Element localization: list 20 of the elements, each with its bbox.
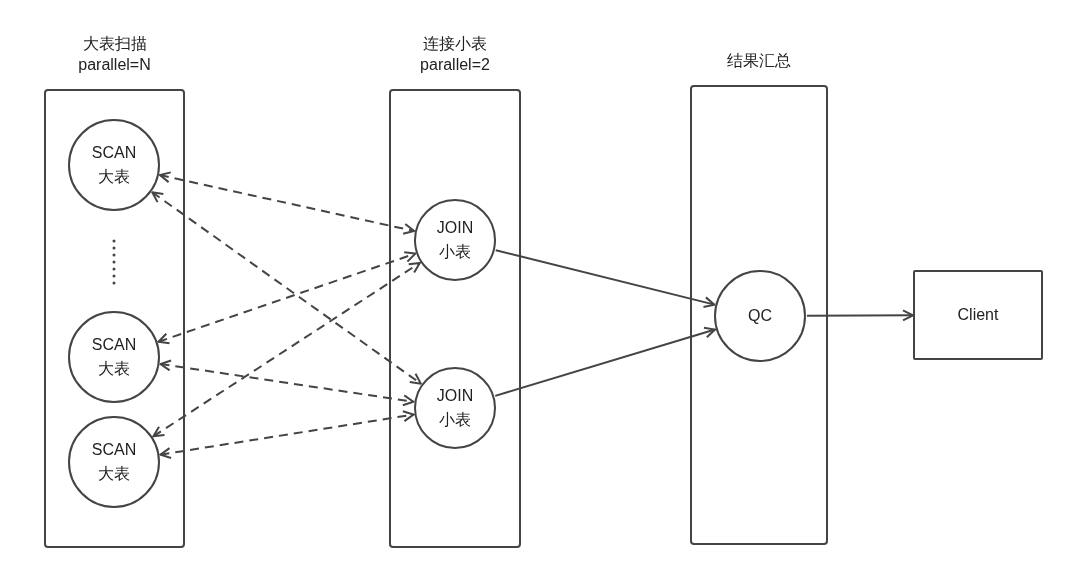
node-label: SCAN 大表 xyxy=(91,143,137,187)
column-heading: 大表扫描 parallel=N xyxy=(77,34,152,75)
arrow xyxy=(494,326,716,397)
process-box xyxy=(913,270,1043,360)
arrow xyxy=(151,191,422,385)
arrow xyxy=(806,309,914,322)
node-label: SCAN 大表 xyxy=(91,440,137,484)
column-heading: 连接小表 parallel=2 xyxy=(419,34,491,75)
node-label: SCAN 大表 xyxy=(91,335,137,379)
node-label: JOIN 小表 xyxy=(436,386,474,430)
arrow xyxy=(152,261,421,438)
arrow xyxy=(158,171,415,235)
arrow xyxy=(157,251,417,345)
node-label: JOIN 小表 xyxy=(436,218,474,262)
node-label: Client xyxy=(957,305,999,325)
arrow xyxy=(159,359,415,407)
arrow xyxy=(159,410,415,459)
arrow xyxy=(494,249,716,309)
node-label: QC xyxy=(748,306,772,326)
column-heading: 结果汇总 xyxy=(726,51,792,71)
